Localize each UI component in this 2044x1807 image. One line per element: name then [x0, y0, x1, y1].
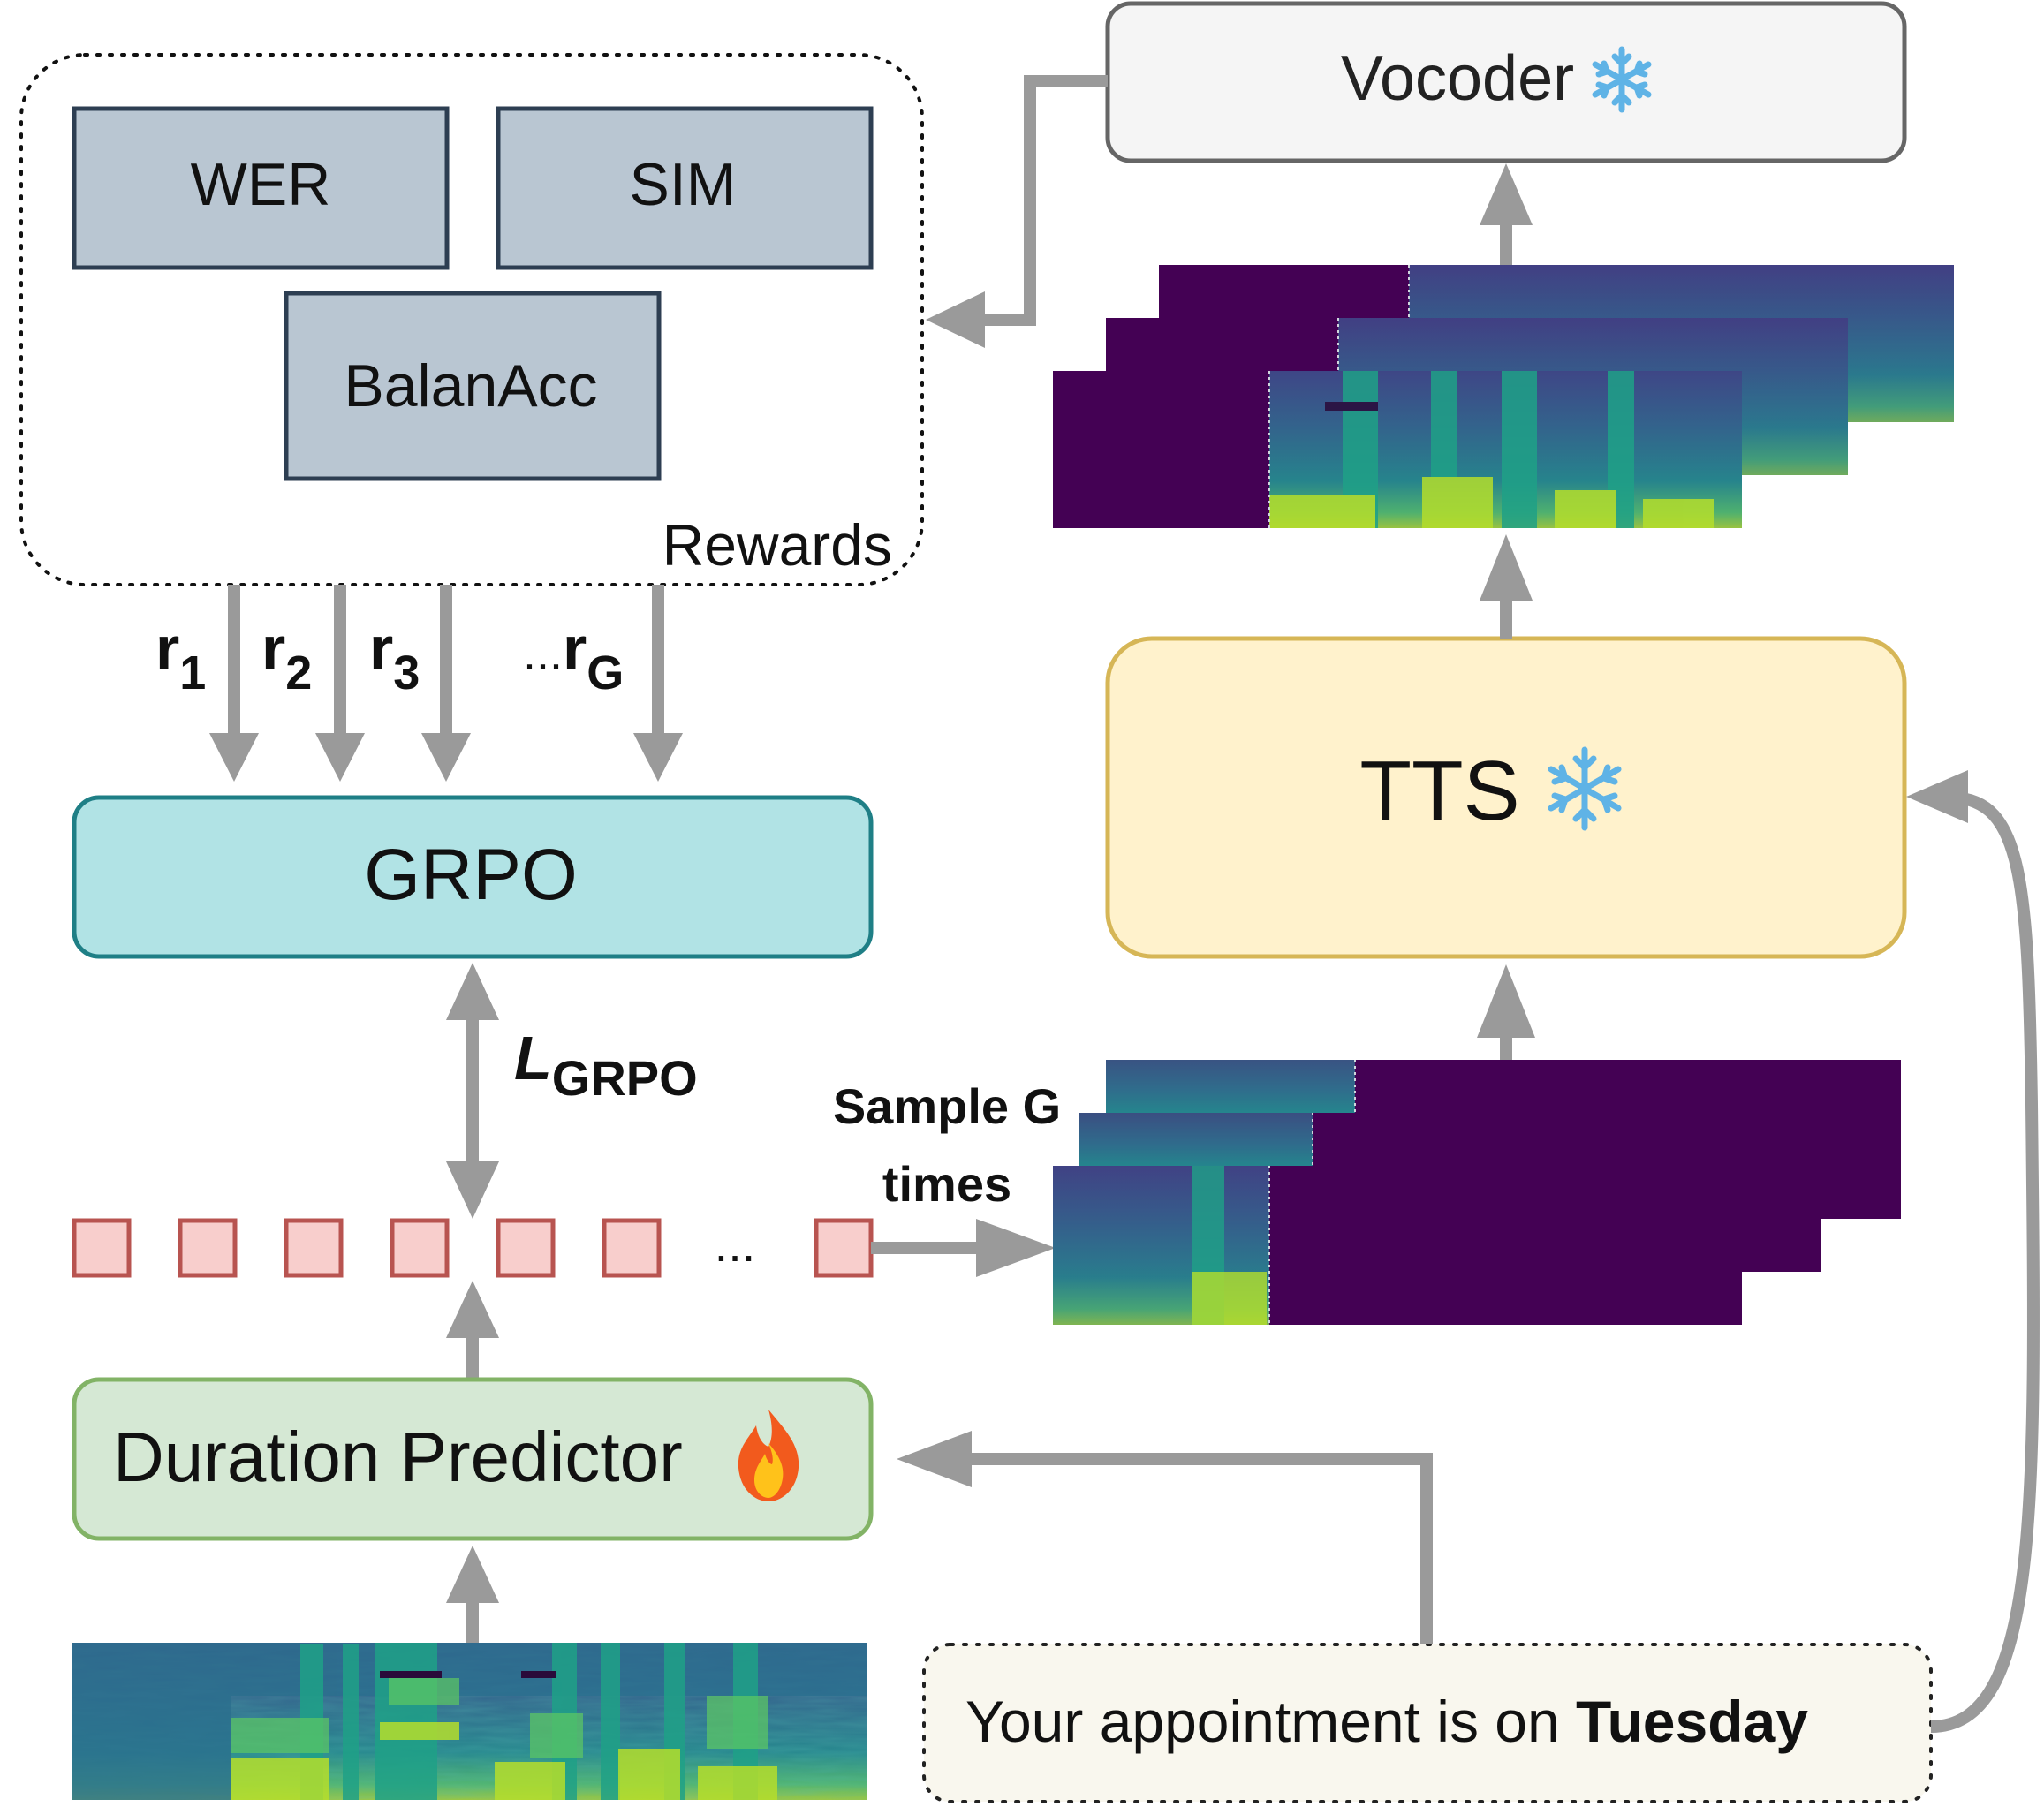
token: [72, 1218, 132, 1278]
reward-r2-base: r: [261, 614, 285, 683]
samples-to-tts-arrowhead: [1477, 964, 1535, 1038]
vocoder-to-rewards-arrow: [980, 75, 1108, 326]
token-ellipsis: ...: [715, 1216, 756, 1272]
reward-r1: r1: [155, 614, 206, 699]
snowflake-icon: [1548, 746, 1622, 831]
fire-icon: [738, 1410, 799, 1501]
rewards-group: WER SIM BalanAcc Rewards: [19, 53, 924, 586]
vocoder-to-rewards-arrowhead: [926, 291, 985, 348]
wer-box: [72, 106, 450, 270]
loss-arrowhead-down: [446, 1161, 499, 1219]
reward-r2: r2: [261, 614, 312, 699]
reward-rg-sub: G: [587, 646, 624, 699]
sample-label-line2: times: [882, 1156, 1011, 1212]
reward-signal-labels: r1 r2 r3 ...rG: [155, 614, 624, 699]
wer-label: WER: [191, 151, 331, 218]
text-to-dp-arrow: [963, 1453, 1433, 1644]
text-to-tts-arrowhead: [1906, 770, 1968, 823]
spec-to-dp-arrowhead: [446, 1546, 499, 1603]
reward-arrows: [209, 585, 683, 782]
sampled-spectrograms: [1053, 1060, 1901, 1325]
token: [178, 1218, 238, 1278]
reward-arrowhead-1: [209, 733, 259, 782]
reward-rg-prefix: ...: [523, 627, 563, 680]
output-spectrograms: [1053, 265, 1954, 528]
reference-spectrogram: [72, 1643, 867, 1800]
reward-rg-base: r: [563, 614, 587, 683]
grpo-box: [72, 795, 874, 959]
reward-r3-sub: 3: [393, 646, 420, 699]
loss-arrowhead-up: [446, 963, 499, 1020]
text-input-prefix: Your appointment is on: [965, 1689, 1576, 1754]
loss-label: LGRPO: [514, 1024, 698, 1106]
loss-label-sub: GRPO: [552, 1050, 698, 1106]
token: [602, 1218, 662, 1278]
reward-r2-sub: 2: [285, 646, 312, 699]
balanacc-box: [284, 291, 662, 481]
dp-to-tokens-arrowhead: [446, 1281, 499, 1338]
duration-predictor-box: [72, 1377, 874, 1541]
output-to-vocoder-arrowhead: [1480, 163, 1533, 225]
grpo-label: GRPO: [364, 835, 577, 915]
vocoder-label: Vocoder: [1341, 43, 1574, 114]
duration-tokens: ...: [72, 1216, 874, 1278]
rewards-container: [19, 53, 924, 586]
reward-r3: r3: [369, 614, 420, 699]
snowflake-icon: [1592, 46, 1652, 113]
token: [284, 1218, 344, 1278]
text-to-dp-arrowhead: [897, 1431, 972, 1487]
reward-r1-sub: 1: [179, 646, 206, 699]
sample-label-line1: Sample G: [833, 1078, 1061, 1134]
token: [814, 1218, 874, 1278]
text-input-label: Your appointment is on Tuesday: [965, 1689, 1808, 1754]
reward-arrowhead-g: [633, 733, 683, 782]
tts-to-output-arrowhead: [1480, 534, 1533, 601]
rewards-label: Rewards: [662, 512, 892, 578]
reward-arrowhead-3: [421, 733, 471, 782]
token: [390, 1218, 450, 1278]
sample-label: Sample G times: [833, 1078, 1061, 1212]
sample-arrowhead: [976, 1219, 1056, 1277]
token: [496, 1218, 556, 1278]
loss-label-base: L: [514, 1024, 552, 1093]
grpo-loss-arrow: [446, 963, 499, 1219]
sim-label: SIM: [630, 151, 737, 218]
tts-label: TTS: [1359, 744, 1519, 838]
reward-arrowhead-2: [315, 733, 365, 782]
duration-predictor-label: Duration Predictor: [113, 1418, 683, 1496]
balanacc-label: BalanAcc: [344, 352, 597, 420]
text-to-tts-arrow: [1930, 791, 2040, 1733]
text-input-emphasis: Tuesday: [1576, 1689, 1808, 1754]
sim-box: [496, 106, 874, 270]
reward-rg: ...rG: [523, 614, 624, 699]
reward-r1-base: r: [155, 614, 179, 683]
reward-r3-base: r: [369, 614, 393, 683]
